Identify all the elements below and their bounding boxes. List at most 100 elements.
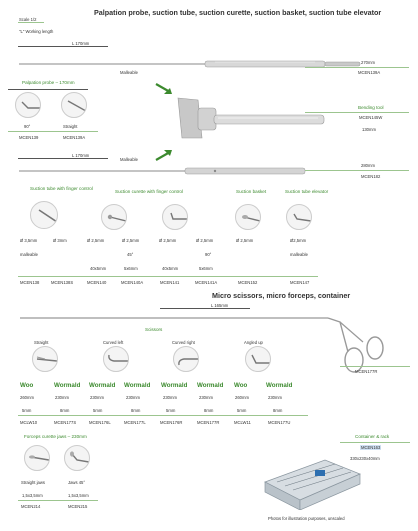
divider xyxy=(18,276,318,277)
scissor-length: 230mm xyxy=(268,395,282,400)
length-right: 270mm xyxy=(361,60,375,65)
scissors-curved-left-image xyxy=(103,346,129,372)
group-curved-left: Curved left xyxy=(103,340,124,345)
container-rack-image xyxy=(264,459,361,510)
spec: malleable xyxy=(290,252,308,257)
dimension-line xyxy=(8,89,88,90)
curette-90-tip-image xyxy=(162,204,188,230)
product-code: MCEN138S xyxy=(51,280,74,285)
divider xyxy=(18,22,44,23)
brand: Woo xyxy=(234,382,248,389)
category-suction-basket: Suction basket xyxy=(236,189,267,194)
bending-tool-image xyxy=(177,97,325,139)
spec: 40x5mm xyxy=(90,266,107,271)
group-curved-right: Curved right xyxy=(172,340,195,345)
scissor-size: 8mm xyxy=(60,408,70,413)
palpation-probe-image xyxy=(19,60,361,68)
forceps-45-label: Jaws 45° xyxy=(68,480,86,485)
brand: Woo xyxy=(20,382,34,389)
suction-tube-tip-image xyxy=(30,201,58,229)
forceps-size: 1,5x3,5mm xyxy=(22,493,43,498)
group-straight: Straight xyxy=(34,340,49,345)
brand: Wormald xyxy=(266,382,293,389)
diameter: Ø2,5mm xyxy=(290,238,307,243)
container-dims: 330x230x40mm xyxy=(350,456,380,461)
probe-90-image xyxy=(15,92,41,118)
forceps-45-image xyxy=(64,445,90,471)
divider xyxy=(18,415,308,416)
scissor-length: 260mm xyxy=(235,395,249,400)
forceps-straight-label: Straight jaws xyxy=(21,480,45,485)
scissor-length: 230mm xyxy=(126,395,140,400)
diameter: Ø 2,5mm xyxy=(236,238,254,243)
spec: 5x6mm xyxy=(199,266,213,271)
product-code: MCEN141A xyxy=(195,280,218,285)
container-label: Container & rack xyxy=(355,434,390,439)
product-code: MCEN215 xyxy=(68,504,88,509)
product-code: MCEN214 xyxy=(21,504,41,509)
footer-note: Photos for illustration purposes, unscal… xyxy=(268,516,345,521)
divider xyxy=(305,67,409,68)
brand: Wormald xyxy=(124,382,151,389)
diameter: Ø 2,5mm xyxy=(87,238,105,243)
category-suction-tube: Suction tube with finger control xyxy=(30,186,93,191)
length-label: L 170mm xyxy=(72,153,90,158)
scale-label: Scale 1/2 xyxy=(19,17,37,22)
product-code: MCEN182 xyxy=(361,174,381,179)
suction-elevator-tip-image xyxy=(286,204,312,230)
category-suction-elevator: Suction tube elevator xyxy=(285,189,329,194)
spec: 40x5mm xyxy=(162,266,179,271)
malleable-label: Malleable xyxy=(120,70,138,75)
length-label: L 165mm xyxy=(211,303,229,308)
product-code: MCEN176R xyxy=(160,420,183,425)
scissors-curved-right-image xyxy=(173,346,199,372)
forceps-label: Forceps curette jaws – 230mm xyxy=(24,434,87,439)
product-code: MCEN139A xyxy=(63,135,86,140)
probe-straight-image xyxy=(61,92,87,118)
length-label: L 170mm xyxy=(72,41,90,46)
scissor-length: 230mm xyxy=(90,395,104,400)
divider xyxy=(305,112,409,113)
scissor-size: 5mm xyxy=(166,408,176,413)
product-code: MCEN138 xyxy=(20,280,40,285)
product-code: MCEN141 xyxy=(160,280,180,285)
scissors-straight-image xyxy=(32,346,58,372)
diameter: Ø 2,5mm xyxy=(196,238,214,243)
scissor-size: 5mm xyxy=(22,408,32,413)
probe-label: Palpation probe – 170mm xyxy=(22,80,75,85)
probe-90-label: 90° xyxy=(24,124,31,129)
scissor-length: 230mm xyxy=(199,395,213,400)
product-code: MCEN139A xyxy=(358,70,381,75)
divider xyxy=(305,170,409,171)
diameter: Ø 3mm xyxy=(53,238,67,243)
divider xyxy=(340,366,410,367)
product-code: MCEN176L xyxy=(89,420,111,425)
spec: 45° xyxy=(127,252,134,257)
scissor-size: 8mm xyxy=(131,408,141,413)
product-code: MCEN177L xyxy=(124,420,146,425)
working-length-note: "L" Working length xyxy=(19,29,54,34)
scissor-length: 260mm xyxy=(20,395,34,400)
product-code: MCEN152 xyxy=(238,280,258,285)
section-title-palpation: Palpation probe, suction tube, suction c… xyxy=(94,8,382,17)
scissor-size: 5mm xyxy=(93,408,103,413)
curette-tip-image xyxy=(101,204,127,230)
product-code: MCEN177U xyxy=(268,420,291,425)
scissor-size: 8mm xyxy=(273,408,283,413)
divider xyxy=(18,500,98,501)
brand: Wormald xyxy=(89,382,116,389)
section-title-micro: Micro scissors, micro forceps, container xyxy=(212,291,351,300)
product-code: MCLW11 xyxy=(234,420,251,425)
product-code: MCEN177S xyxy=(54,420,77,425)
brand: Wormald xyxy=(197,382,224,389)
scissor-length: 230mm xyxy=(163,395,177,400)
group-angled-up: Angled up xyxy=(244,340,263,345)
bending-tool-label: Bending tool xyxy=(358,105,384,110)
suction-tube-image xyxy=(19,167,306,175)
product-code: MCEN163 xyxy=(360,445,382,450)
bending-tool-length: 130mm xyxy=(362,127,376,132)
divider xyxy=(8,131,98,132)
length-right: 280mm xyxy=(361,163,375,168)
scissor-length: 230mm xyxy=(55,395,69,400)
product-code: MCEN145W xyxy=(359,115,383,120)
